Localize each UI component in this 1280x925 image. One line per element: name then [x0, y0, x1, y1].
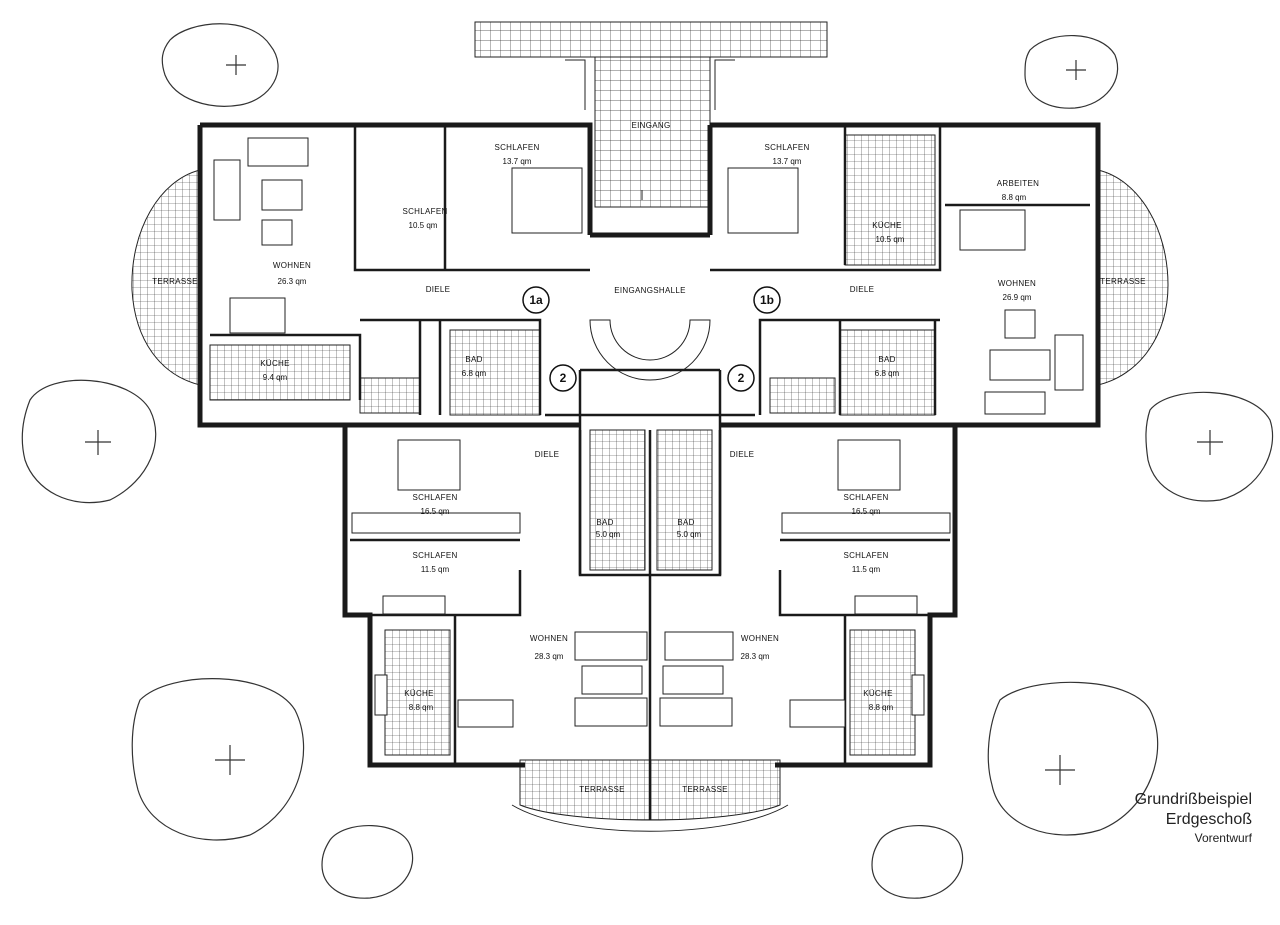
label-kueche-nw: KÜCHE — [260, 359, 290, 368]
label-schlafen-w-small: SCHLAFEN — [412, 551, 457, 560]
label-terrasse-west: TERRASSE — [152, 277, 198, 286]
marker-1a: 1a — [529, 293, 543, 307]
label-terrasse-sw: TERRASSE — [579, 785, 625, 794]
label-terrasse-se: TERRASSE — [682, 785, 728, 794]
terraces — [131, 169, 1169, 832]
label-wohnen-ne: WOHNEN — [998, 279, 1036, 288]
label-eingang: EINGANG — [632, 121, 671, 130]
area-kueche-se: 8.8 qm — [869, 703, 894, 712]
label-schlafen-nw-small: SCHLAFEN — [402, 207, 447, 216]
area-wohnen-nw: 26.3 qm — [278, 277, 307, 286]
label-diele-ne: DIELE — [850, 285, 875, 294]
label-kueche-se: KÜCHE — [863, 689, 893, 698]
area-schlafen-w-big: 16.5 qm — [421, 507, 450, 516]
area-bad-c-left: 5.0 qm — [596, 530, 621, 539]
area-schlafen-e-small: 11.5 qm — [852, 565, 881, 574]
label-diele-e: DIELE — [730, 450, 755, 459]
marker-2-left: 2 — [560, 371, 567, 385]
label-bad-nw: BAD — [465, 355, 482, 364]
label-diele-nw: DIELE — [426, 285, 451, 294]
title-line-1: Grundrißbeispiel — [1134, 791, 1252, 808]
area-schlafen-nw-small: 10.5 qm — [409, 221, 438, 230]
label-terrasse-east: TERRASSE — [1100, 277, 1146, 286]
tiled-floors — [209, 134, 936, 756]
label-kueche-ne: KÜCHE — [872, 221, 902, 230]
marker-1b: 1b — [760, 293, 774, 307]
title-line-2: Erdgeschoß — [1165, 811, 1252, 828]
entrance-grid — [474, 21, 828, 208]
area-schlafen-n-left: 13.7 qm — [503, 157, 532, 166]
label-wohnen-nw: WOHNEN — [273, 261, 311, 270]
marker-2-right: 2 — [738, 371, 745, 385]
area-kueche-nw: 9.4 qm — [263, 373, 288, 382]
area-schlafen-n-right: 13.7 qm — [773, 157, 802, 166]
label-diele-w: DIELE — [535, 450, 560, 459]
area-kueche-ne: 10.5 qm — [876, 235, 905, 244]
area-wohnen-se: 28.3 qm — [741, 652, 770, 661]
area-bad-c-right: 5.0 qm — [677, 530, 702, 539]
label-wohnen-se: WOHNEN — [741, 634, 779, 643]
label-bad-c-left: BAD — [596, 518, 613, 527]
area-bad-ne: 6.8 qm — [875, 369, 900, 378]
label-schlafen-w-big: SCHLAFEN — [412, 493, 457, 502]
label-bad-ne: BAD — [878, 355, 895, 364]
label-schlafen-e-small: SCHLAFEN — [843, 551, 888, 560]
trees — [21, 23, 1274, 899]
area-wohnen-sw: 28.3 qm — [535, 652, 564, 661]
room-labels: EINGANG EINGANGSHALLE TERRASSE TERRASSE … — [152, 121, 1146, 794]
label-arbeiten: ARBEITEN — [997, 179, 1039, 188]
area-schlafen-w-small: 11.5 qm — [421, 565, 450, 574]
walls — [197, 122, 1101, 820]
area-bad-nw: 6.8 qm — [462, 369, 487, 378]
label-kueche-sw: KÜCHE — [404, 689, 434, 698]
title-block: Grundrißbeispiel Erdgeschoß Vorentwurf — [1135, 790, 1252, 846]
title-line-3: Vorentwurf — [1194, 831, 1252, 845]
label-eingangshalle: EINGANGSHALLE — [614, 286, 685, 295]
label-schlafen-n-right: SCHLAFEN — [764, 143, 809, 152]
area-schlafen-e-big: 16.5 qm — [852, 507, 881, 516]
label-schlafen-n-left: SCHLAFEN — [494, 143, 539, 152]
furniture — [213, 137, 1084, 728]
label-bad-c-right: BAD — [677, 518, 694, 527]
markers: 1a 1b 2 2 — [522, 286, 781, 392]
label-schlafen-e-big: SCHLAFEN — [843, 493, 888, 502]
area-arbeiten: 8.8 qm — [1002, 193, 1027, 202]
area-kueche-sw: 8.8 qm — [409, 703, 434, 712]
area-wohnen-ne: 26.9 qm — [1003, 293, 1032, 302]
label-wohnen-sw: WOHNEN — [530, 634, 568, 643]
